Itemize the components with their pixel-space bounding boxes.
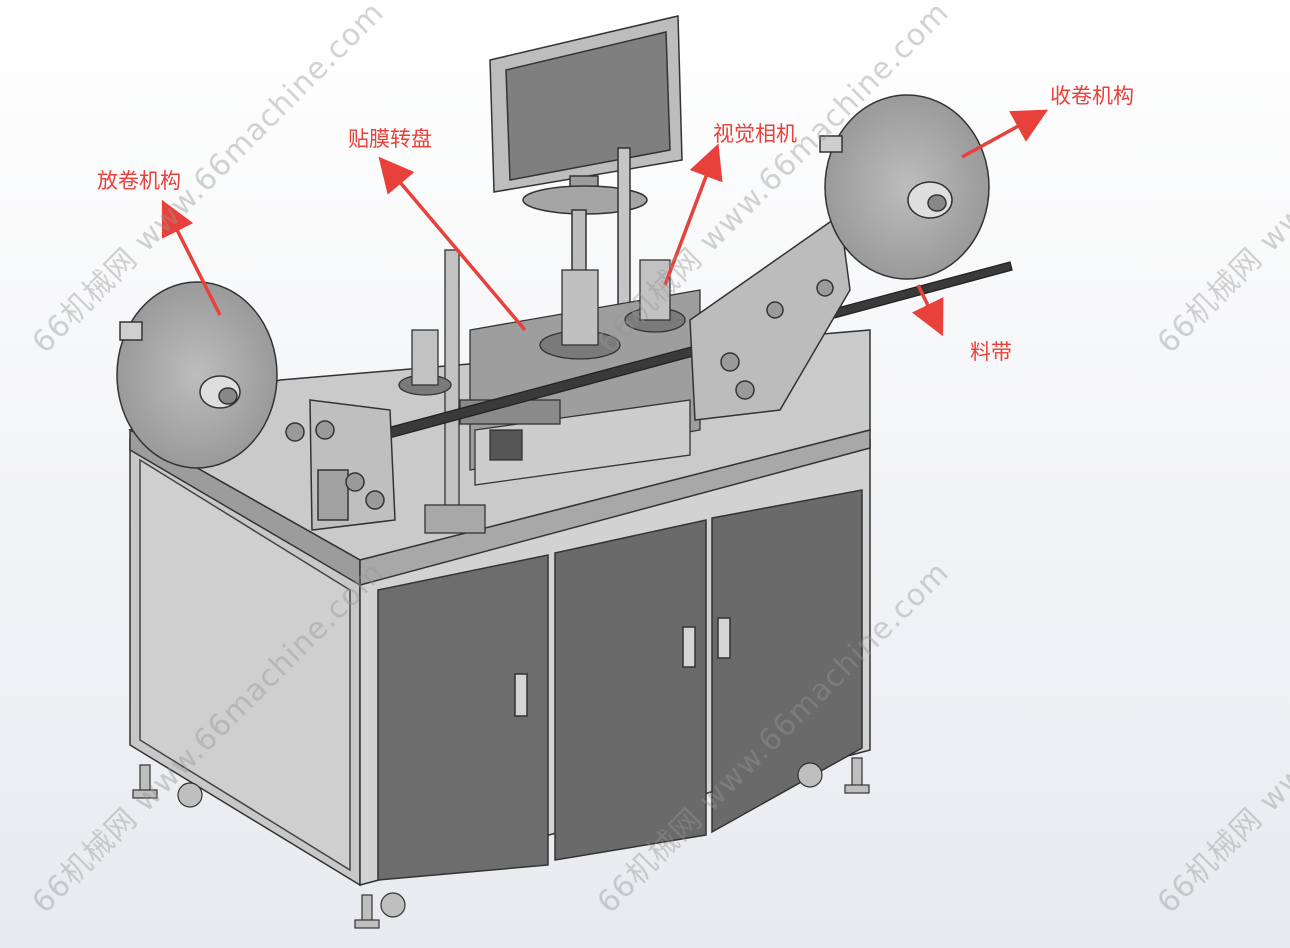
label-rewind-mechanism: 收卷机构 [1050,84,1134,108]
arrow-turntable [378,156,527,332]
turntable-assembly [398,249,701,534]
monitor [489,15,683,359]
unwind-reel [116,281,396,531]
label-unwind-mechanism: 放卷机构 [97,169,181,193]
arrow-rewind [961,109,1049,159]
feet [132,757,870,929]
annotation-arrows [161,109,1049,337]
arrow-camera [663,143,723,286]
label-material-tape: 料带 [970,340,1012,364]
rewind-reel [689,94,990,421]
arrow-unwind [161,199,222,316]
label-film-turntable: 贴膜转盘 [348,127,432,151]
arrow-tape [911,284,944,337]
label-vision-camera: 视觉相机 [713,122,797,146]
